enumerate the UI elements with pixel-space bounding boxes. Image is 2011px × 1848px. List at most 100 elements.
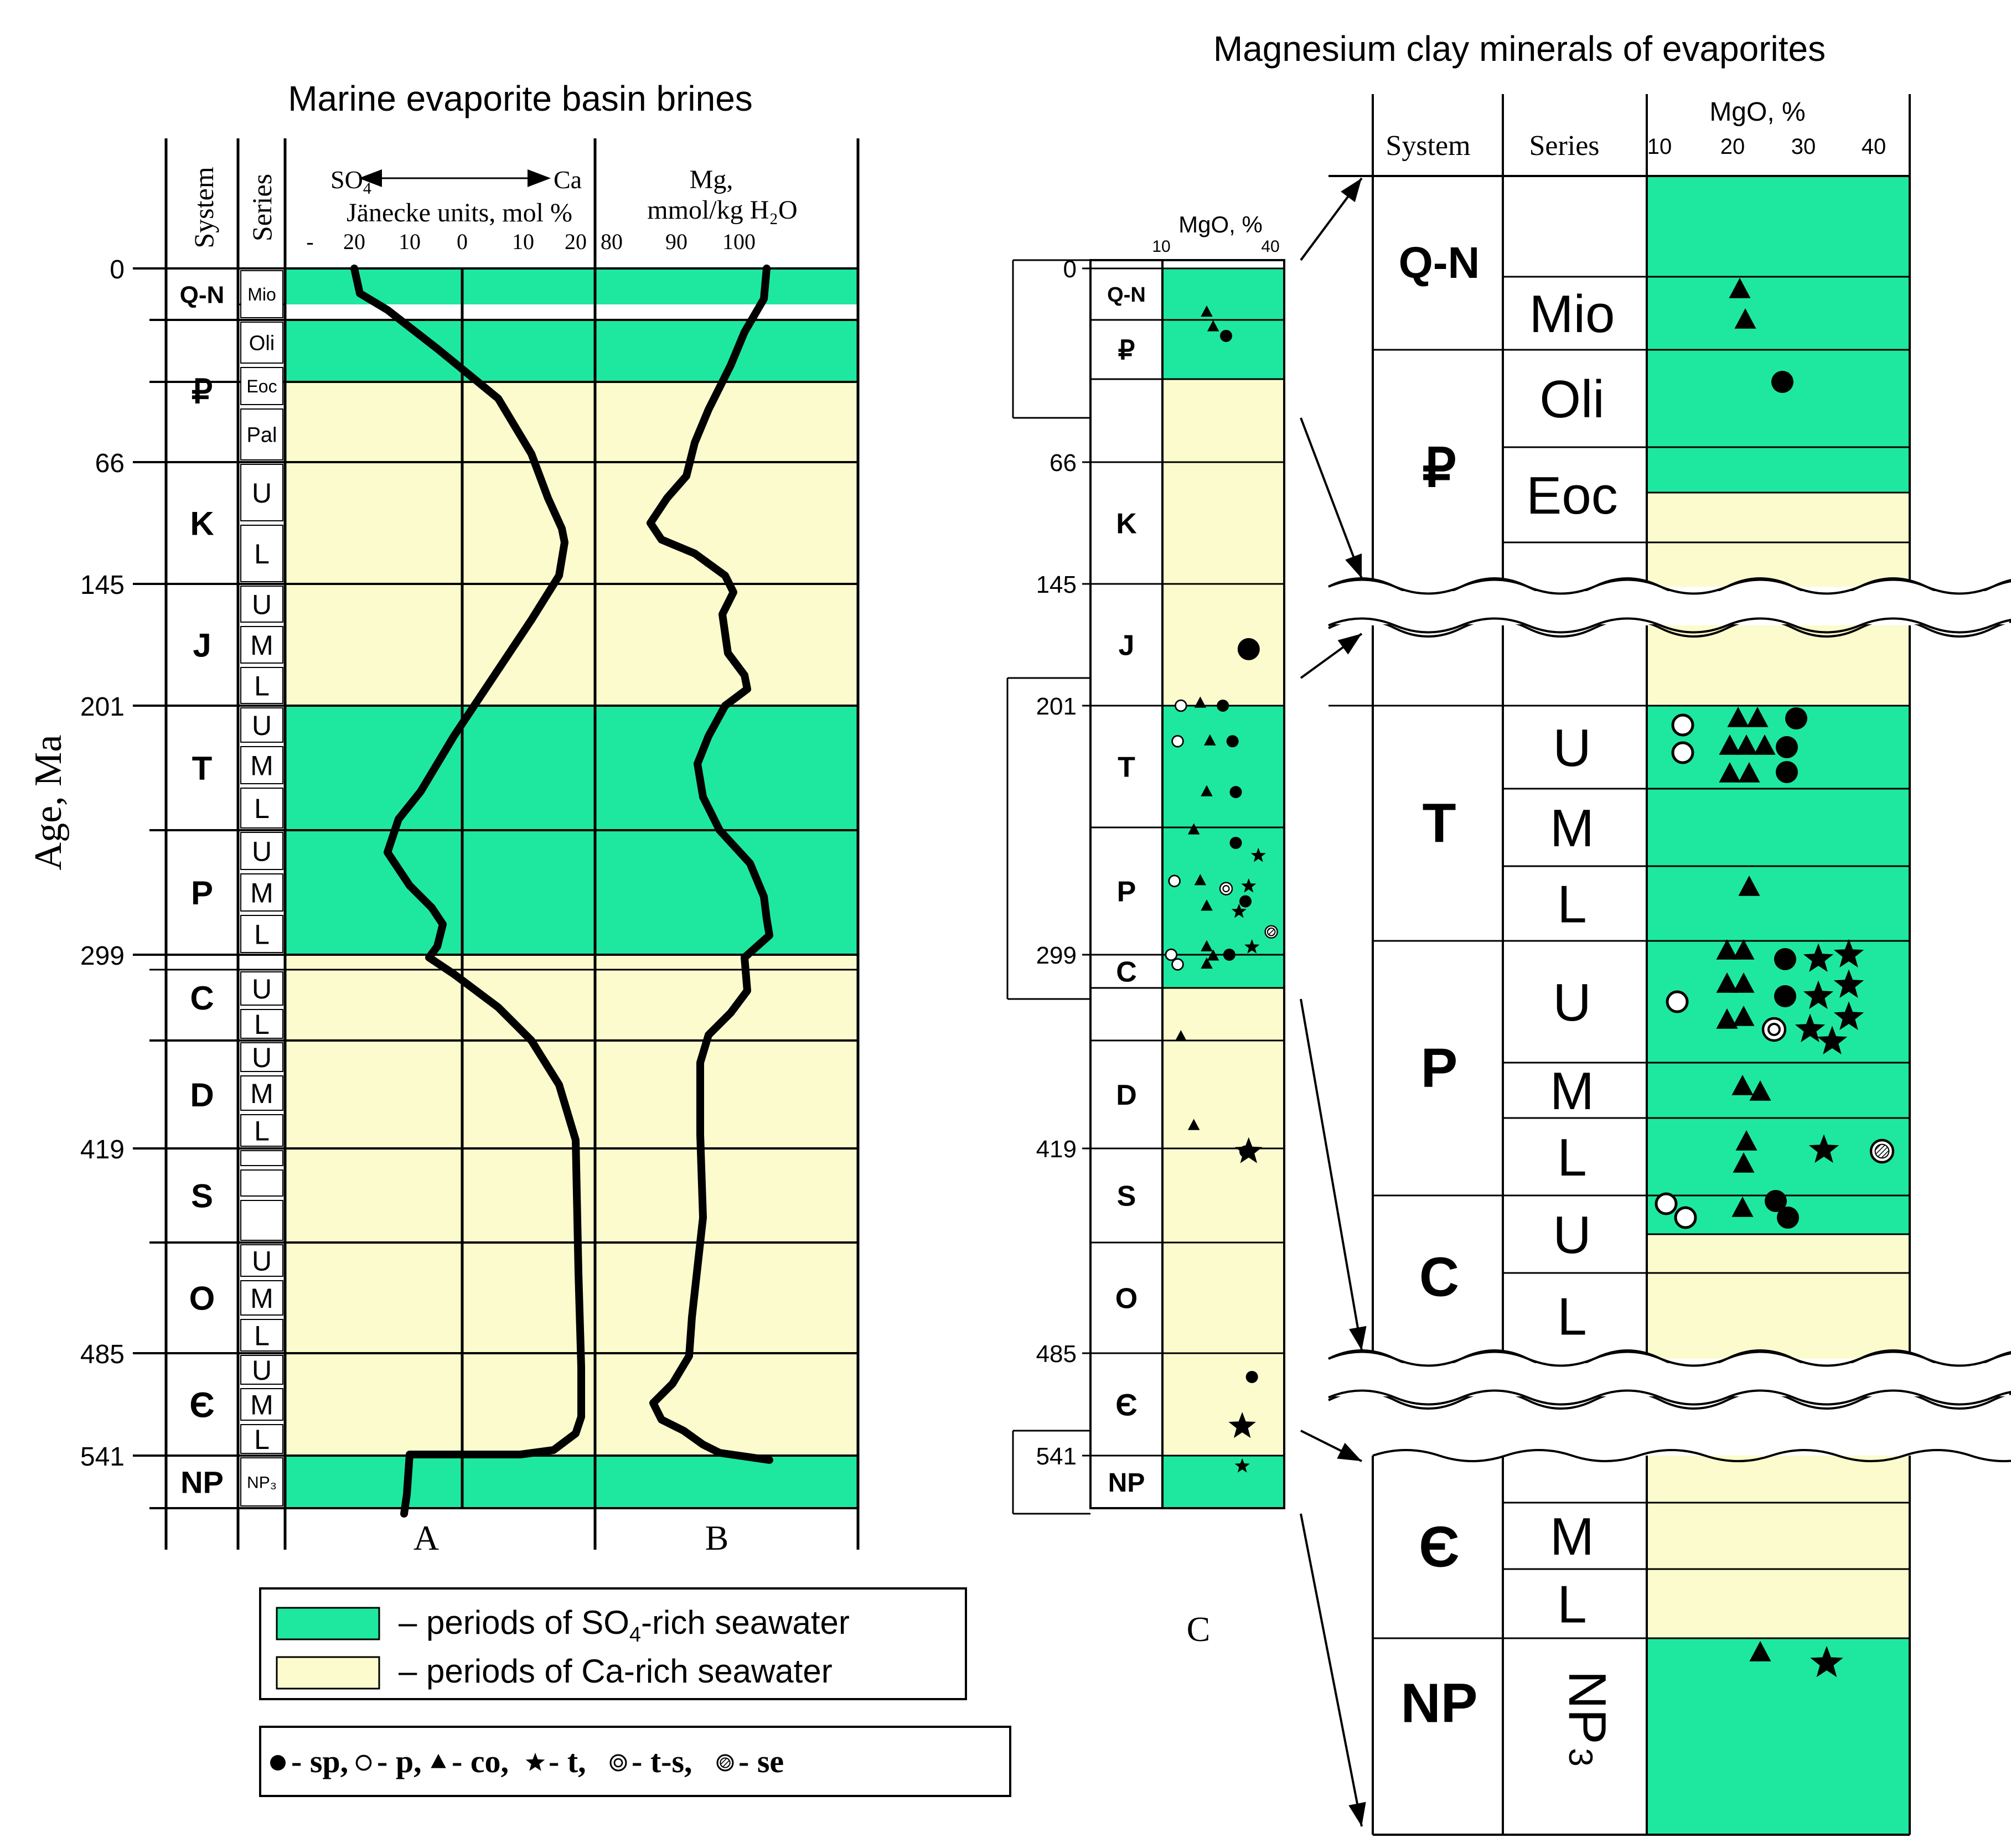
arrow-left-head bbox=[359, 169, 382, 187]
c-point-co-1 bbox=[1207, 320, 1219, 332]
z-point-sp-24 bbox=[1774, 985, 1796, 1007]
legend-symbol-double-circle-inner bbox=[613, 1758, 623, 1768]
c-system-label-11: NP bbox=[1108, 1468, 1145, 1498]
z-point-co-12 bbox=[1719, 762, 1741, 783]
z-point-p-21 bbox=[1666, 990, 1689, 1013]
c-point-sp-3 bbox=[1226, 735, 1239, 748]
series-label-27: M bbox=[250, 1390, 273, 1421]
series-label-6: U bbox=[252, 589, 272, 620]
z1-cream bbox=[1647, 493, 1910, 587]
z-point-t-25 bbox=[1803, 980, 1834, 1010]
series-label-7: M bbox=[250, 630, 273, 661]
z-system-label-2: T bbox=[1422, 793, 1456, 855]
z-wave-b-bottom bbox=[1328, 1389, 2011, 1406]
series-label-12: U bbox=[252, 836, 272, 867]
z-point-co-36 bbox=[1733, 1152, 1755, 1173]
arrow-3b-shaft bbox=[1300, 1513, 1363, 1827]
c-point-sp-6 bbox=[1239, 895, 1252, 908]
legend-so4-text: – periods of SO4-rich seawater bbox=[399, 1604, 850, 1647]
z-point-co-16 bbox=[1716, 939, 1738, 960]
z-point-co-9 bbox=[1735, 734, 1757, 755]
c-system-label-0: Q-N bbox=[1107, 283, 1146, 307]
system-label-3: J bbox=[193, 627, 211, 664]
left-figure: MioOliEocPalULUMLUMLUMLULUMLUMLUMLNP₃Q-N… bbox=[80, 138, 860, 1550]
a-tick-label-2: 10 bbox=[399, 229, 421, 254]
c-point-co-7 bbox=[1201, 899, 1213, 911]
series-cell-24 bbox=[240, 1280, 283, 1316]
z-point-co-17 bbox=[1733, 939, 1755, 960]
series-cell-28 bbox=[240, 1424, 283, 1454]
z-point-co-34 bbox=[1749, 1080, 1771, 1101]
z-series-label-0: Mio bbox=[1529, 284, 1615, 344]
legend-label-5: - se bbox=[738, 1743, 784, 1779]
mg-head-2: mmol/kg H₂O bbox=[647, 195, 797, 225]
series-label-26: U bbox=[252, 1355, 272, 1386]
z3-top-wave bbox=[1372, 1449, 2011, 1462]
series-label-23: U bbox=[252, 1246, 272, 1277]
panel-c-bands bbox=[1162, 268, 1284, 1508]
c-point-co-4 bbox=[1201, 785, 1213, 796]
left-header-series: Series bbox=[246, 174, 277, 241]
arrow-2a-head bbox=[1337, 634, 1362, 655]
arrow-1b-shaft bbox=[1300, 417, 1363, 579]
units-head: Jänecke units, mol % bbox=[347, 198, 572, 227]
legend-symbol-star bbox=[525, 1752, 545, 1771]
ca-head: Ca bbox=[554, 165, 582, 194]
panel-c-band-6 bbox=[1162, 1456, 1284, 1508]
c-system-label-4: T bbox=[1118, 752, 1135, 784]
z1-green bbox=[1647, 176, 1910, 493]
legend-so4-swatch bbox=[276, 1607, 380, 1640]
mg-head-1: Mg, bbox=[690, 165, 733, 194]
left-curves bbox=[350, 265, 773, 1518]
z-point-co-15 bbox=[1738, 876, 1760, 896]
series-cell-27 bbox=[240, 1388, 283, 1421]
b-tick-label-2: 100 bbox=[722, 229, 756, 254]
legend-symbol-triangle bbox=[431, 1753, 446, 1768]
c-age-tick-299: 299 bbox=[1036, 942, 1077, 969]
series-label-14: L bbox=[254, 919, 270, 950]
panel-b-label: B bbox=[705, 1518, 729, 1557]
age-tick-145: 145 bbox=[80, 571, 125, 600]
z-point-sp-7 bbox=[1785, 707, 1807, 729]
series-label-17: U bbox=[252, 1042, 272, 1073]
series-cell-4 bbox=[240, 464, 283, 521]
series-cell-17 bbox=[240, 1042, 283, 1072]
z-point-p-4 bbox=[1671, 741, 1694, 764]
c-point-p-0 bbox=[1175, 699, 1187, 712]
so4-head: SO4 bbox=[330, 165, 371, 198]
z-point-p-40 bbox=[1674, 1206, 1697, 1229]
z-series-label-9: U bbox=[1553, 1205, 1591, 1265]
c-point-t-4 bbox=[1244, 939, 1260, 954]
c-point-co-11 bbox=[1201, 957, 1213, 969]
c-age-tick-201: 201 bbox=[1036, 693, 1077, 720]
z3-cream bbox=[1647, 1456, 1910, 1638]
c-age-tick-66: 66 bbox=[1050, 449, 1077, 477]
z-system-label-5: Є bbox=[1419, 1515, 1460, 1579]
system-label-11: NP bbox=[180, 1465, 224, 1500]
curve-b-line bbox=[647, 265, 773, 1464]
z-point-sp-14 bbox=[1776, 761, 1798, 783]
legend-symbol-circle bbox=[355, 1754, 372, 1771]
legend-minerals: - sp,- p,- co,- t,- t-s,- se bbox=[270, 1743, 784, 1779]
c-point-t-0 bbox=[1235, 1137, 1263, 1163]
c-point-p-4 bbox=[1171, 958, 1184, 971]
c-point-sp-9 bbox=[1245, 1370, 1258, 1383]
b-tick-label-0: 80 bbox=[601, 229, 623, 254]
z-series-label-5: L bbox=[1557, 875, 1586, 934]
panel-c-band-0 bbox=[1162, 268, 1284, 320]
z-point-co-22 bbox=[1716, 972, 1738, 993]
legend-label-4: - t-s, bbox=[632, 1743, 692, 1779]
c-point-p-3 bbox=[1165, 948, 1178, 961]
age-tick-0: 0 bbox=[110, 255, 125, 284]
left-band-6 bbox=[285, 970, 858, 1456]
z-point-se-38-inner bbox=[1874, 1143, 1890, 1159]
series-label-18: M bbox=[250, 1078, 273, 1109]
a-tick-label-1: 20 bbox=[343, 229, 365, 254]
a-tick-label-5: 20 bbox=[565, 229, 587, 254]
series-cell-7 bbox=[240, 626, 283, 664]
b-tick-label-1: 90 bbox=[665, 229, 687, 254]
legend-ca-text: – periods of Ca-rich seawater bbox=[399, 1653, 833, 1690]
